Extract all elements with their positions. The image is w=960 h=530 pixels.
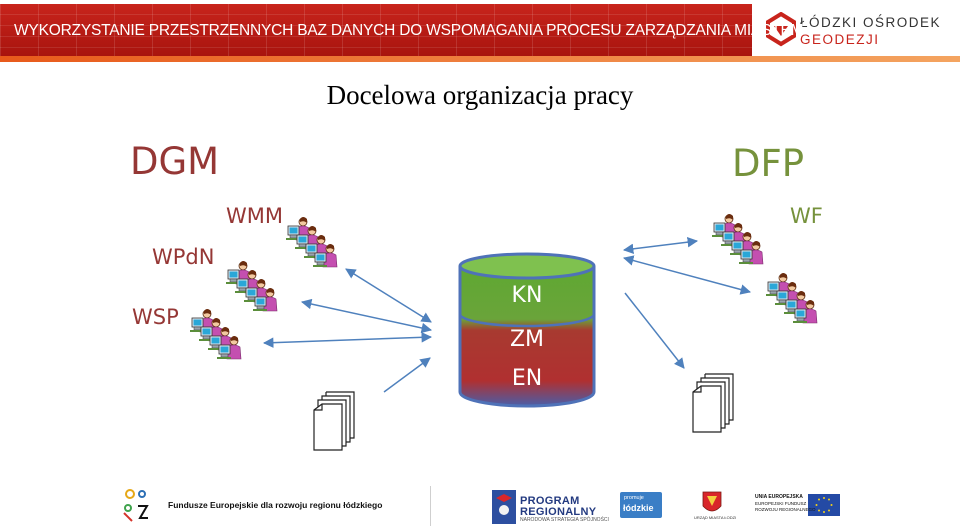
header-stripe (0, 56, 960, 62)
label-wf: WF (790, 204, 823, 228)
promuje-line1: promuje (624, 495, 644, 501)
footer-divider (430, 486, 431, 526)
ue-line1: UNIA EUROPEJSKA (755, 494, 803, 500)
workstation-group-wf-bottom (766, 273, 817, 323)
program-regionalny-icon (492, 490, 516, 524)
db-layer-kn: KN (511, 283, 543, 308)
urzad-label: URZĄD MIASTA ŁODZI (694, 515, 737, 520)
promuje-lodzkie-badge (620, 492, 662, 518)
logo-text-line1: ŁÓDZKI OŚRODEK (800, 15, 942, 30)
label-wpdn: WPdN (152, 245, 215, 269)
footer-fund-text: Fundusze Europejskie dla rozwoju regionu… (168, 500, 383, 510)
program-line1: PROGRAM (520, 495, 580, 507)
header-banner: WYKORZYSTANIE PRZESTRZENNYCH BAZ DANYCH … (0, 0, 960, 62)
workstation-group-wpdn (226, 261, 277, 311)
label-dgm: DGM (130, 140, 220, 183)
workstation-group-wf-top (712, 214, 763, 264)
db-layer-zm: ZM (509, 327, 545, 352)
arrow-db-wf-top (622, 236, 699, 255)
database-cylinder-icon (458, 252, 596, 408)
arrow-wpdn-db (300, 298, 433, 334)
ue-line2: EUROPEJSKI FUNDUSZ (755, 501, 807, 506)
ue-line3: ROZWOJU REGIONALNEGO (755, 507, 816, 512)
arrow-db-docs (624, 292, 685, 369)
workstation-group-wmm (286, 217, 337, 267)
eu-flag-icon (808, 494, 840, 516)
program-line2: REGIONALNY (520, 506, 597, 518)
page-title: Docelowa organizacja pracy (326, 80, 634, 110)
label-dfp: DFP (732, 142, 805, 185)
lodz-logo-icon (123, 489, 149, 522)
label-wsp: WSP (132, 305, 179, 329)
db-layer-en: EN (511, 366, 543, 391)
arrow-db-wf-bottom (622, 255, 752, 295)
header-background (0, 4, 752, 56)
arrow-wsp-db (262, 332, 433, 348)
document-stack-left (313, 391, 355, 451)
arrow-docs-db (383, 357, 431, 393)
logo-icon (766, 12, 796, 47)
promuje-line2: łódzkie (623, 503, 654, 513)
document-stack-right (692, 373, 734, 433)
workstation-group-wsp (190, 309, 241, 359)
logo-text-line2: GEODEZJI (800, 32, 880, 47)
city-crest-icon (702, 491, 722, 512)
logo: ŁÓDZKI OŚRODEK GEODEZJI (756, 4, 960, 56)
label-wmm: WMM (226, 204, 284, 228)
header-title: WYKORZYSTANIE PRZESTRZENNYCH BAZ DANYCH … (14, 22, 804, 39)
program-line3: NARODOWA STRATEGIA SPÓJNOŚCI (520, 517, 609, 523)
